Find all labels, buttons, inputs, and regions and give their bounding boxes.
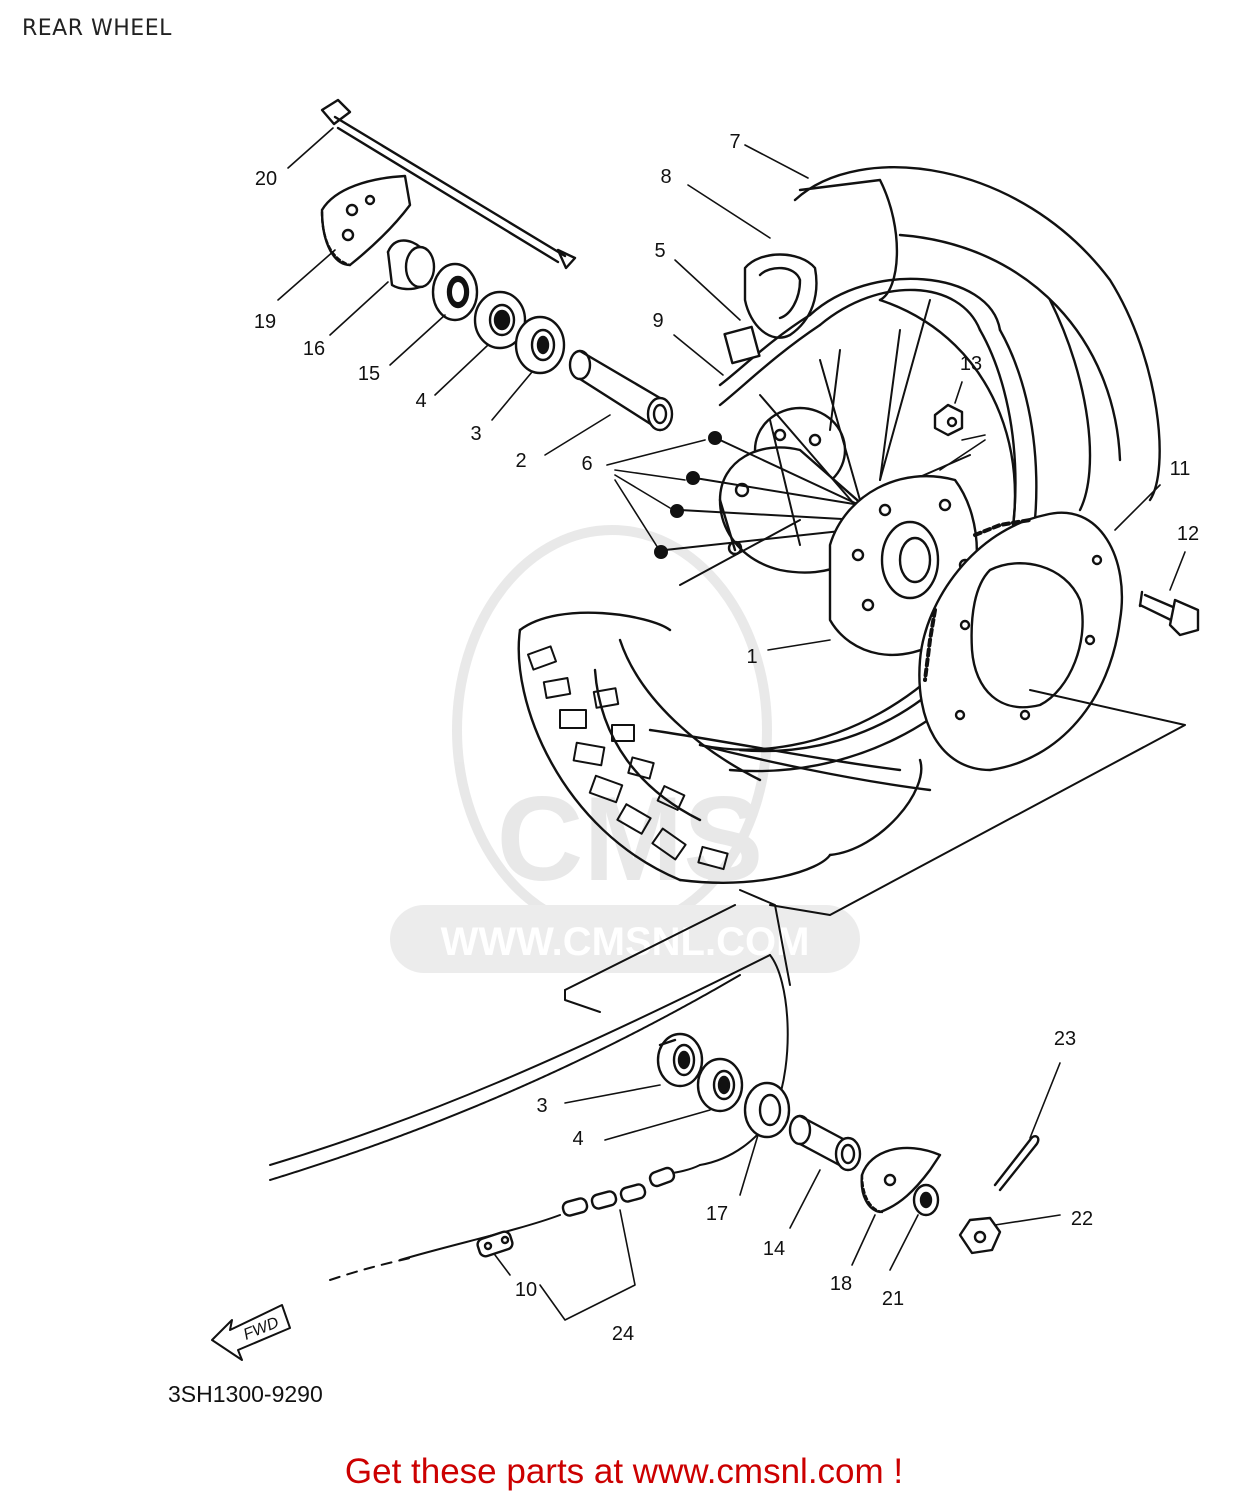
- washer-21: [912, 1183, 940, 1217]
- leader-lines: [277, 127, 1186, 1321]
- bearing-4-lower: [696, 1057, 744, 1113]
- callout-10: 10: [515, 1279, 537, 1301]
- collar-14: [788, 1114, 862, 1172]
- spokes: [654, 299, 971, 586]
- callout-8: 8: [660, 166, 671, 188]
- watermark-url: WWW.CMSNL.COM: [441, 920, 810, 964]
- callout-22: 22: [1071, 1208, 1093, 1230]
- callout-9: 9: [652, 310, 663, 332]
- sprocket-bolt: [1138, 590, 1200, 637]
- bearing-4-upper: [473, 290, 527, 350]
- bearing-3-upper: [514, 315, 566, 375]
- callout-6: 6: [581, 453, 592, 475]
- callout-7: 7: [729, 131, 740, 153]
- callout-4-lower: 4: [572, 1128, 583, 1150]
- footer-shop-link[interactable]: Get these parts at www.cmsnl.com !: [344, 1452, 904, 1491]
- forward-arrow-icon: [211, 1304, 291, 1361]
- tire: [517, 166, 1161, 884]
- valve: [723, 325, 761, 365]
- sprocket-nut: [933, 403, 964, 437]
- callout-16: 16: [303, 338, 325, 360]
- chain-puller-right: [860, 1146, 942, 1214]
- cotter-pin: [993, 1135, 1040, 1192]
- spacer-2: [568, 349, 674, 432]
- callout-3-upper: 3: [470, 423, 481, 445]
- tire-tread: [526, 645, 729, 871]
- callout-21: 21: [882, 1288, 904, 1310]
- callout-17: 17: [706, 1203, 728, 1225]
- axle-nut: [958, 1216, 1002, 1255]
- callout-15: 15: [358, 363, 380, 385]
- callout-5: 5: [654, 240, 665, 262]
- callout-19: 19: [254, 311, 276, 333]
- inner-tube: [743, 253, 818, 339]
- callout-11: 11: [1170, 458, 1191, 480]
- part-code: 3SH1300-9290: [168, 1381, 323, 1407]
- wheel-box-lines: [564, 689, 1186, 1013]
- oil-seal-15: [431, 262, 479, 322]
- bearing-3-lower: [656, 1032, 704, 1088]
- oil-seal-17: [743, 1081, 791, 1139]
- page-title: REAR WHEEL: [22, 16, 172, 41]
- callout-3-lower: 3: [536, 1095, 547, 1117]
- callout-14: 14: [763, 1238, 785, 1260]
- chain-joint: [476, 1230, 514, 1258]
- callout-12: 12: [1177, 523, 1199, 545]
- watermark-logo-text: CMS: [497, 772, 764, 906]
- callout-13: 13: [960, 353, 982, 375]
- callout-4-upper: 4: [415, 390, 426, 412]
- chain-puller-left: [320, 174, 412, 267]
- collar-16: [386, 239, 436, 291]
- callout-20: 20: [255, 168, 277, 190]
- callout-2: 2: [515, 450, 526, 472]
- drive-chain: [561, 1166, 676, 1217]
- lower-wheel-outline: [269, 954, 789, 1281]
- callout-labels: 20 19 16 15 4 3 2 6 7 8 5 9 13 11 12 1 2…: [254, 131, 1199, 1345]
- rear-axle: [320, 98, 577, 270]
- callout-18: 18: [830, 1273, 852, 1295]
- callout-23: 23: [1054, 1028, 1076, 1050]
- callout-24: 24: [612, 1323, 634, 1345]
- callout-1: 1: [746, 646, 757, 668]
- rear-sprocket: [918, 511, 1124, 772]
- watermark: CMS WWW.CMSNL.COM: [390, 525, 860, 973]
